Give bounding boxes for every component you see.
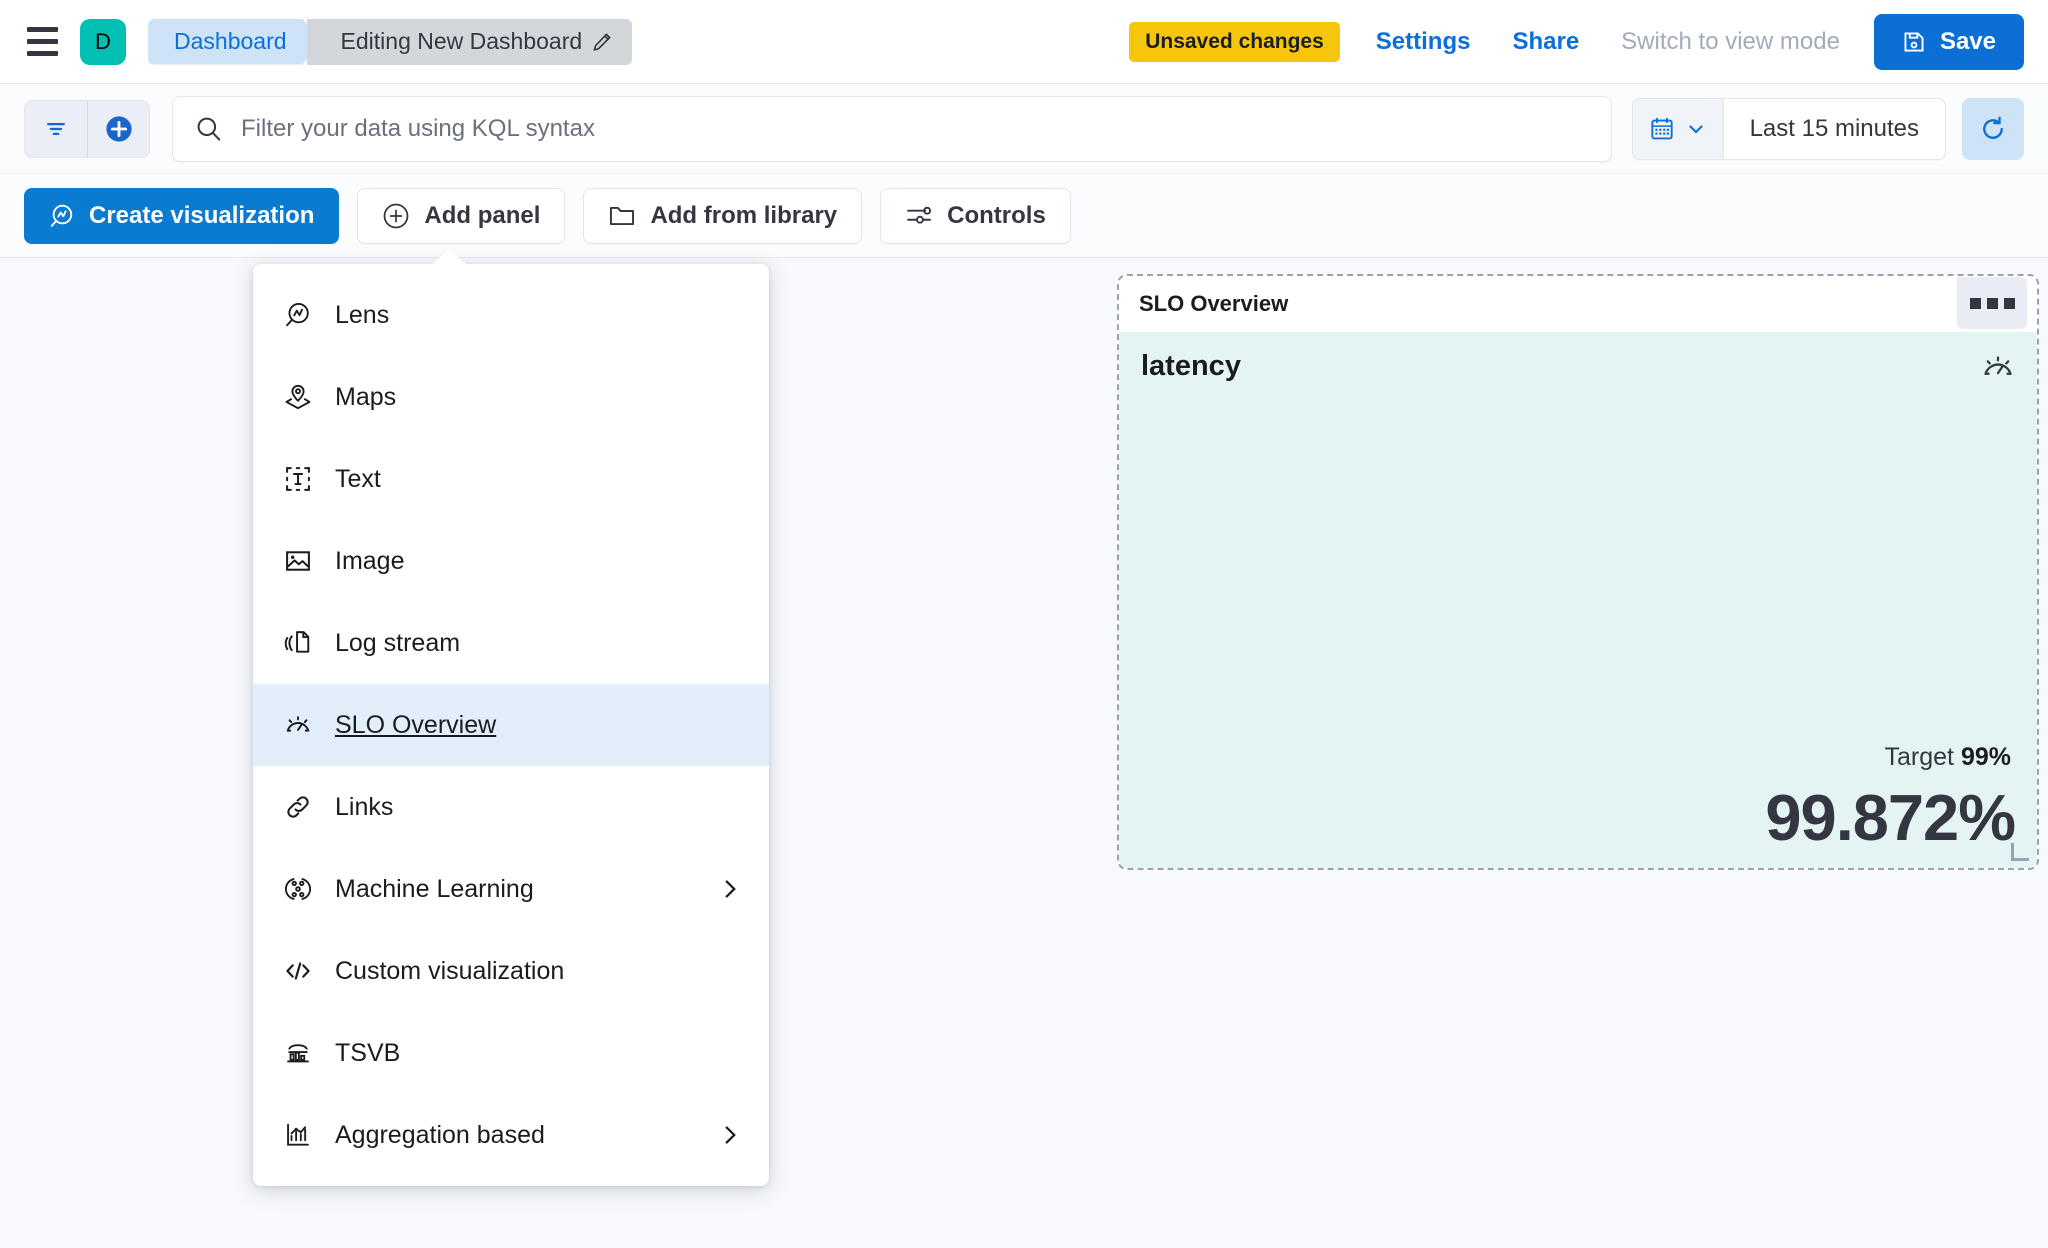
menu-item-label: Aggregation based: [335, 1120, 545, 1149]
date-picker: Last 15 minutes: [1631, 97, 1946, 160]
add-from-library-label: Add from library: [650, 201, 838, 229]
menu-item-label: TSVB: [335, 1038, 401, 1067]
image-icon: [283, 546, 313, 576]
hamburger-bar: [26, 51, 58, 56]
dashboard-canvas: Lens Maps Text: [0, 249, 2048, 1248]
gauge-icon: [283, 710, 313, 740]
add-panel-label: Add panel: [424, 201, 541, 229]
controls-icon: [905, 202, 933, 230]
slo-target: Target 99%: [1885, 743, 2011, 772]
breadcrumb: Dashboard Editing New Dashboard: [148, 18, 633, 65]
share-link[interactable]: Share: [1512, 27, 1580, 55]
controls-label: Controls: [947, 201, 1046, 229]
text-box-icon: [283, 464, 313, 494]
menu-item-links[interactable]: Links: [253, 766, 769, 848]
tsvb-icon: [283, 1038, 313, 1068]
menu-item-label: SLO Overview: [335, 710, 497, 739]
panel-header: SLO Overview: [1119, 276, 2037, 332]
add-panel-button[interactable]: Add panel: [357, 187, 566, 244]
aggregation-icon: [283, 1120, 313, 1150]
boxes-horizontal-icon: [1986, 297, 1998, 309]
menu-item-label: Text: [335, 464, 381, 493]
pencil-icon[interactable]: [592, 32, 612, 52]
avatar[interactable]: D: [80, 18, 126, 65]
boxes-horizontal-icon: [2003, 297, 2015, 309]
add-panel-menu: Lens Maps Text: [253, 249, 769, 1186]
save-disk-icon: [1902, 30, 1926, 54]
chevron-right-icon: [717, 876, 743, 902]
folder-icon: [608, 202, 636, 230]
panel-resize-handle[interactable]: [2011, 843, 2029, 861]
create-visualization-button[interactable]: Create visualization: [24, 187, 340, 244]
search-input-wrapper[interactable]: [172, 95, 1612, 162]
menu-item-tsvb[interactable]: TSVB: [253, 1012, 769, 1094]
machine-learning-icon: [283, 874, 313, 904]
plus-circle-icon: [382, 202, 410, 230]
hamburger-bar: [26, 39, 58, 44]
breadcrumb-item-dashboard[interactable]: Dashboard: [148, 19, 321, 65]
panel-title[interactable]: SLO Overview: [1139, 291, 1289, 316]
create-visualization-label: Create visualization: [89, 201, 315, 229]
search-input[interactable]: [241, 114, 1589, 143]
menu-item-label: Maps: [335, 382, 397, 411]
menu-item-lens[interactable]: Lens: [253, 274, 769, 356]
breadcrumb-item-editing[interactable]: Editing New Dashboard: [306, 18, 633, 65]
search-icon: [195, 115, 223, 143]
time-range-display[interactable]: Last 15 minutes: [1749, 114, 1919, 142]
link-icon: [283, 792, 313, 822]
controls-button[interactable]: Controls: [880, 187, 1071, 244]
filter-button-group: [24, 99, 150, 158]
refresh-button[interactable]: [1962, 97, 2024, 160]
slo-overview-panel[interactable]: SLO Overview latency Target 99% 99.872: [1117, 274, 2039, 870]
menu-item-label: Custom visualization: [335, 956, 565, 985]
menu-item-label: Image: [335, 546, 405, 575]
menu-item-machine-learning[interactable]: Machine Learning: [253, 848, 769, 930]
panel-body: latency Target 99% 99.872%: [1119, 332, 2037, 868]
menu-item-aggregation-based[interactable]: Aggregation based: [253, 1094, 769, 1176]
menu-item-label: Machine Learning: [335, 874, 534, 903]
add-from-library-button[interactable]: Add from library: [583, 187, 863, 244]
menu-item-image[interactable]: Image: [253, 520, 769, 602]
refresh-icon: [1979, 115, 2007, 143]
menu-item-text[interactable]: Text: [253, 438, 769, 520]
slo-target-label: Target: [1884, 743, 1954, 771]
chevron-right-icon: [717, 1122, 743, 1148]
map-marker-icon: [283, 382, 313, 412]
breadcrumb-label: Dashboard: [174, 28, 287, 54]
query-bar: Last 15 minutes: [0, 84, 2048, 174]
switch-to-view-mode-link[interactable]: Switch to view mode: [1621, 27, 1840, 55]
boxes-horizontal-icon: [1969, 297, 1981, 309]
slo-metric-name: latency: [1141, 350, 1241, 382]
log-stream-icon: [283, 628, 313, 658]
menu-item-custom-visualization[interactable]: Custom visualization: [253, 930, 769, 1012]
code-icon: [283, 956, 313, 986]
calendar-icon: [1649, 116, 1675, 142]
panel-context-menu-button[interactable]: [1957, 277, 2027, 329]
add-filter-icon[interactable]: [87, 100, 149, 157]
top-navigation-bar: D Dashboard Editing New Dashboard Unsave…: [0, 0, 2048, 84]
menu-item-label: Log stream: [335, 628, 461, 657]
gauge-icon: [1981, 350, 2015, 384]
menu-item-maps[interactable]: Maps: [253, 356, 769, 438]
menu-item-log-stream[interactable]: Log stream: [253, 602, 769, 684]
chevron-down-icon: [1685, 118, 1707, 140]
save-button[interactable]: Save: [1873, 13, 2024, 70]
hamburger-bar: [26, 27, 58, 32]
menu-item-label: Links: [335, 792, 394, 821]
slo-sli-value: 99.872%: [1765, 781, 2016, 854]
slo-target-value: 99%: [1960, 743, 2011, 771]
save-button-label: Save: [1939, 27, 1996, 55]
top-nav-actions: Unsaved changes Settings Share Switch to…: [1129, 13, 2024, 70]
menu-item-label: Lens: [335, 300, 390, 329]
unsaved-changes-badge[interactable]: Unsaved changes: [1129, 21, 1340, 62]
lens-icon: [283, 300, 313, 330]
lens-icon: [49, 203, 75, 229]
filter-icon[interactable]: [25, 101, 87, 157]
dashboard-edit-toolbar: Create visualization Add panel Add from …: [0, 174, 2048, 258]
hamburger-menu-icon[interactable]: [20, 20, 64, 64]
date-quick-select-button[interactable]: [1632, 98, 1724, 159]
breadcrumb-label: Editing New Dashboard: [340, 28, 583, 54]
menu-item-slo-overview[interactable]: SLO Overview: [253, 684, 769, 766]
settings-link[interactable]: Settings: [1375, 27, 1471, 55]
